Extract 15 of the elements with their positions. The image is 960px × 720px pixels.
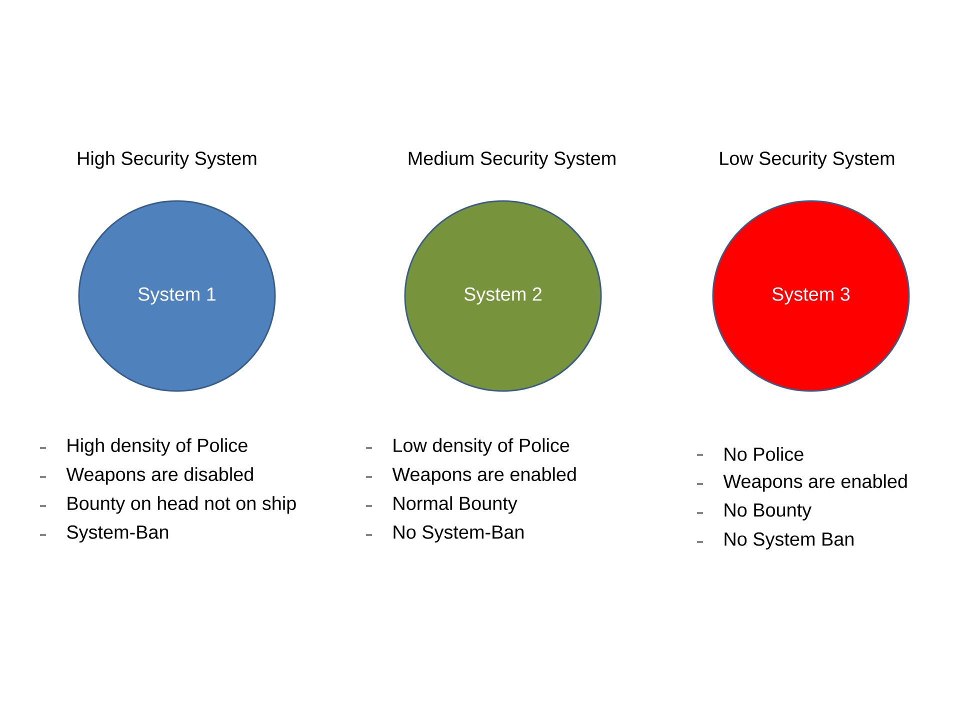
list-item: Weapons are enabled	[696, 474, 907, 492]
list-item: Normal Bounty	[366, 496, 518, 514]
list-item: Bounty on head not on ship	[40, 496, 296, 514]
heading: Low Security System	[720, 151, 894, 169]
list-item: High density of Police	[40, 438, 248, 456]
heading: Medium Security System	[408, 151, 616, 169]
list-item: Low density of Police	[366, 438, 570, 456]
list-item: Weapons are disabled	[40, 467, 253, 485]
heading: High Security System	[78, 151, 256, 169]
list-item: No System-Ban	[366, 525, 524, 543]
list-item: System-Ban	[40, 525, 168, 543]
list-item: No System Ban	[696, 532, 854, 550]
list-item: No Police	[696, 447, 804, 461]
list-item: Weapons are enabled	[366, 467, 576, 485]
list-item: No Bounty	[696, 504, 812, 520]
